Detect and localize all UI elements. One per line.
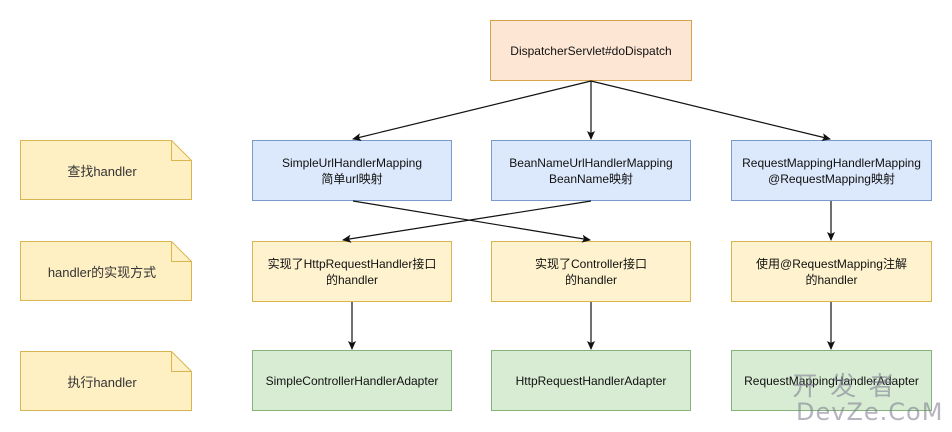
adapter-label: HttpRequestHandlerAdapter bbox=[515, 373, 667, 388]
mapping-line1: SimpleUrlHandlerMapping bbox=[281, 155, 423, 170]
handler-line2: 的handler bbox=[325, 272, 379, 287]
mapping-line2: @RequestMapping映射 bbox=[768, 171, 895, 186]
arrow-dispatcher-to-request-mapping bbox=[590, 80, 831, 142]
note-handler-impl: handler的实现方式 bbox=[20, 241, 192, 301]
request-mapping-handler-mapping-node: RequestMappingHandlerMapping @RequestMap… bbox=[731, 140, 932, 201]
handler-line2: 的handler bbox=[805, 272, 858, 287]
handler-line1: 实现了Controller接口 bbox=[534, 256, 648, 271]
http-request-handler-impl-node: 实现了HttpRequestHandler接口 的handler bbox=[252, 241, 452, 302]
request-mapping-handler-adapter-node: RequestMappingHandlerAdapter bbox=[731, 350, 932, 411]
note-shape bbox=[20, 140, 192, 200]
simple-url-handler-mapping-node: SimpleUrlHandlerMapping 简单url映射 bbox=[252, 140, 452, 201]
adapter-label: RequestMappingHandlerAdapter bbox=[744, 373, 919, 388]
watermark-line1: 开 发 者 bbox=[792, 372, 897, 402]
note-find-handler: 查找handler bbox=[20, 140, 192, 200]
handler-line1: 使用@RequestMapping注解 bbox=[756, 256, 907, 271]
arrow-simple-url-to-controller-impl bbox=[352, 200, 591, 243]
dispatcher-label: DispatcherServlet#doDispatch bbox=[510, 43, 672, 58]
handler-line2: 的handler bbox=[564, 272, 618, 287]
http-request-handler-adapter-node: HttpRequestHandlerAdapter bbox=[491, 350, 691, 411]
arrow-bean-name-to-http-request-impl bbox=[342, 200, 592, 243]
simple-controller-handler-adapter-node: SimpleControllerHandlerAdapter bbox=[252, 350, 452, 411]
adapter-label: SimpleControllerHandlerAdapter bbox=[265, 373, 439, 388]
mapping-line1: RequestMappingHandlerMapping bbox=[742, 155, 921, 170]
note-label: handler的实现方式 bbox=[47, 264, 157, 280]
controller-impl-node: 实现了Controller接口 的handler bbox=[491, 241, 691, 302]
note-label: 查找handler bbox=[67, 163, 137, 179]
note-shape bbox=[20, 351, 192, 411]
request-mapping-annotation-impl-node: 使用@RequestMapping注解 的handler bbox=[731, 241, 932, 302]
note-shape bbox=[20, 241, 192, 301]
note-label: 执行handler bbox=[67, 374, 137, 390]
arrow-dispatcher-to-simple-url bbox=[352, 80, 592, 141]
handler-line1: 实现了HttpRequestHandler接口 bbox=[267, 256, 437, 271]
note-execute-handler: 执行handler bbox=[20, 351, 192, 411]
watermark-line2: DevZe.CoM bbox=[796, 398, 944, 426]
mapping-line2: BeanName映射 bbox=[548, 171, 634, 186]
dispatcher-servlet-node: DispatcherServlet#doDispatch bbox=[490, 20, 692, 81]
mapping-line1: BeanNameUrlHandlerMapping bbox=[509, 155, 673, 170]
bean-name-url-handler-mapping-node: BeanNameUrlHandlerMapping BeanName映射 bbox=[491, 140, 691, 201]
mapping-line2: 简单url映射 bbox=[321, 171, 383, 186]
